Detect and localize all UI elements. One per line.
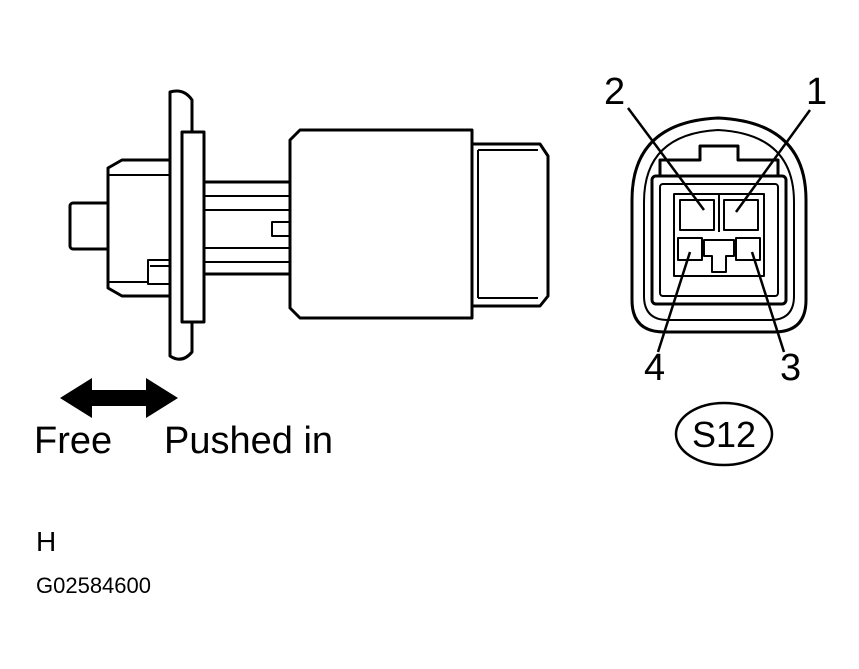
pin-1-label: 1	[806, 71, 827, 113]
center-key	[703, 239, 735, 273]
section-letter: H	[36, 526, 56, 557]
switch-side-view	[68, 89, 550, 361]
connector-code-label: S12	[692, 414, 756, 455]
pushed-in-label: Pushed in	[164, 420, 333, 462]
connector-code-badge	[674, 401, 774, 467]
switch-connector-end	[470, 142, 550, 308]
terminal-3	[735, 237, 761, 261]
free-label: Free	[34, 420, 112, 462]
terminal-2	[679, 199, 715, 231]
pin-3-label: 3	[780, 347, 801, 389]
direction-arrow-icon	[60, 378, 178, 418]
plunger-tip	[68, 201, 112, 251]
figure-id: G02584600	[36, 573, 151, 598]
pin-2-label: 2	[604, 71, 625, 113]
switch-housing	[288, 128, 474, 320]
pin-4-label: 4	[644, 347, 665, 389]
pin-leader-lines	[626, 107, 812, 353]
bracket-flange	[180, 130, 206, 324]
terminal-4	[677, 237, 703, 261]
